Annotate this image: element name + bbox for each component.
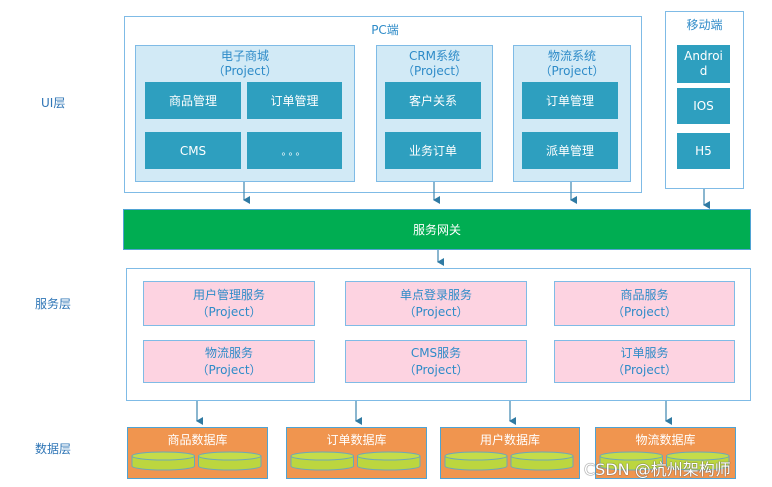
watermark: CSDN @杭州架构师 (584, 460, 731, 479)
pc-title: PC端 (371, 23, 399, 37)
project-name: 电子商城 (220, 49, 269, 63)
database-name: 订单数据库 (326, 433, 387, 447)
service-sub: （Project） (403, 304, 469, 319)
project-sub: （Project） (212, 64, 278, 78)
database-name: 用户数据库 (479, 433, 540, 447)
module-h5: H5 (677, 133, 730, 169)
module-business-order: 业务订单 (385, 132, 481, 169)
service-name: 用户管理服务 (192, 287, 265, 302)
service-name: 商品服务 (620, 287, 669, 302)
layer-label-service: 服务层 (35, 297, 72, 311)
module-product-mgmt: 商品管理 (145, 82, 241, 119)
module-ios: IOS (677, 88, 730, 124)
service-user-mgmt: 用户管理服务 （Project） (143, 281, 315, 326)
database-name: 商品数据库 (167, 433, 228, 447)
service-sub: （Project） (196, 362, 262, 377)
service-sso: 单点登录服务 （Project） (345, 281, 527, 326)
mobile-title: 移动端 (686, 18, 723, 32)
module-order-mgmt: 订单管理 (247, 82, 342, 119)
service-gateway: 服务网关 (123, 209, 751, 250)
service-sub: （Project） (611, 362, 678, 377)
project-sub: （Project） (401, 64, 468, 78)
project-sub: （Project） (539, 64, 605, 78)
service-cms: CMS服务 （Project） (345, 340, 527, 383)
project-name: CRM系统 (408, 49, 461, 63)
service-name: 物流服务 (204, 345, 253, 360)
service-product: 商品服务 （Project） (554, 281, 735, 326)
service-order: 订单服务 （Project） (554, 340, 735, 383)
module-customer-relation: 客户关系 (385, 82, 481, 119)
service-name: 单点登录服务 (399, 287, 472, 302)
service-sub: （Project） (611, 304, 678, 319)
module-dispatch-mgmt: 派单管理 (522, 132, 618, 169)
layer-label-ui: UI层 (41, 96, 66, 110)
service-sub: （Project） (403, 362, 469, 377)
service-logistics: 物流服务 （Project） (143, 340, 315, 383)
module-cms: CMS (145, 132, 241, 169)
service-sub: （Project） (196, 304, 262, 319)
service-name: CMS服务 (410, 345, 462, 360)
service-name: 订单服务 (620, 345, 669, 360)
database-name: 物流数据库 (635, 433, 696, 447)
module-more: 。。。 (247, 132, 342, 169)
project-name: 物流系统 (547, 49, 596, 63)
module-order-mgmt-logistics: 订单管理 (522, 82, 618, 119)
module-android: Androi d (677, 45, 730, 83)
layer-label-data: 数据层 (35, 442, 72, 456)
